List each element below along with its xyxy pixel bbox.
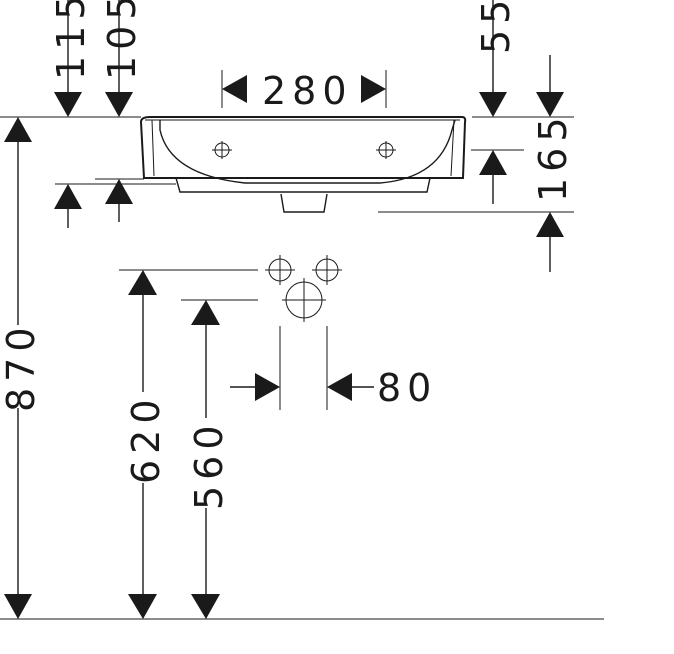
dimension-105-label: 105 (100, 0, 144, 80)
tap-hole-left (212, 141, 232, 159)
dimension-105: 105 (95, 0, 144, 222)
drain-connection (282, 278, 326, 322)
dimension-560: 560 (181, 299, 258, 619)
dimension-80: 80 (230, 326, 437, 410)
dimension-870: 870 (0, 116, 141, 619)
basin-inner-bowl (159, 119, 456, 184)
dimension-620-label: 620 (124, 393, 168, 484)
basin-front-left (151, 119, 155, 177)
supply-connection-left (265, 255, 295, 285)
dimension-870-label: 870 (0, 321, 43, 412)
washbasin (139, 116, 467, 213)
dimension-115: 115 (49, 0, 176, 228)
dimension-80-label: 80 (377, 366, 437, 410)
basin-outlet (280, 193, 328, 213)
dimension-280: 280 (221, 69, 387, 113)
basin-underside (175, 177, 431, 193)
dimension-165-label: 165 (531, 111, 575, 202)
dimension-280-label: 280 (262, 69, 353, 113)
dimension-560-label: 560 (187, 419, 231, 510)
dimension-115-label: 115 (49, 0, 93, 80)
dimension-620: 620 (119, 269, 258, 619)
dimension-55: 55 (471, 0, 524, 204)
dimension-55-label: 55 (474, 0, 518, 54)
dimension-165: 165 (378, 55, 575, 272)
basin-front-right (450, 119, 455, 177)
basin-outer (139, 116, 467, 179)
supply-connection-right (312, 255, 342, 285)
tap-hole-right (376, 141, 396, 159)
